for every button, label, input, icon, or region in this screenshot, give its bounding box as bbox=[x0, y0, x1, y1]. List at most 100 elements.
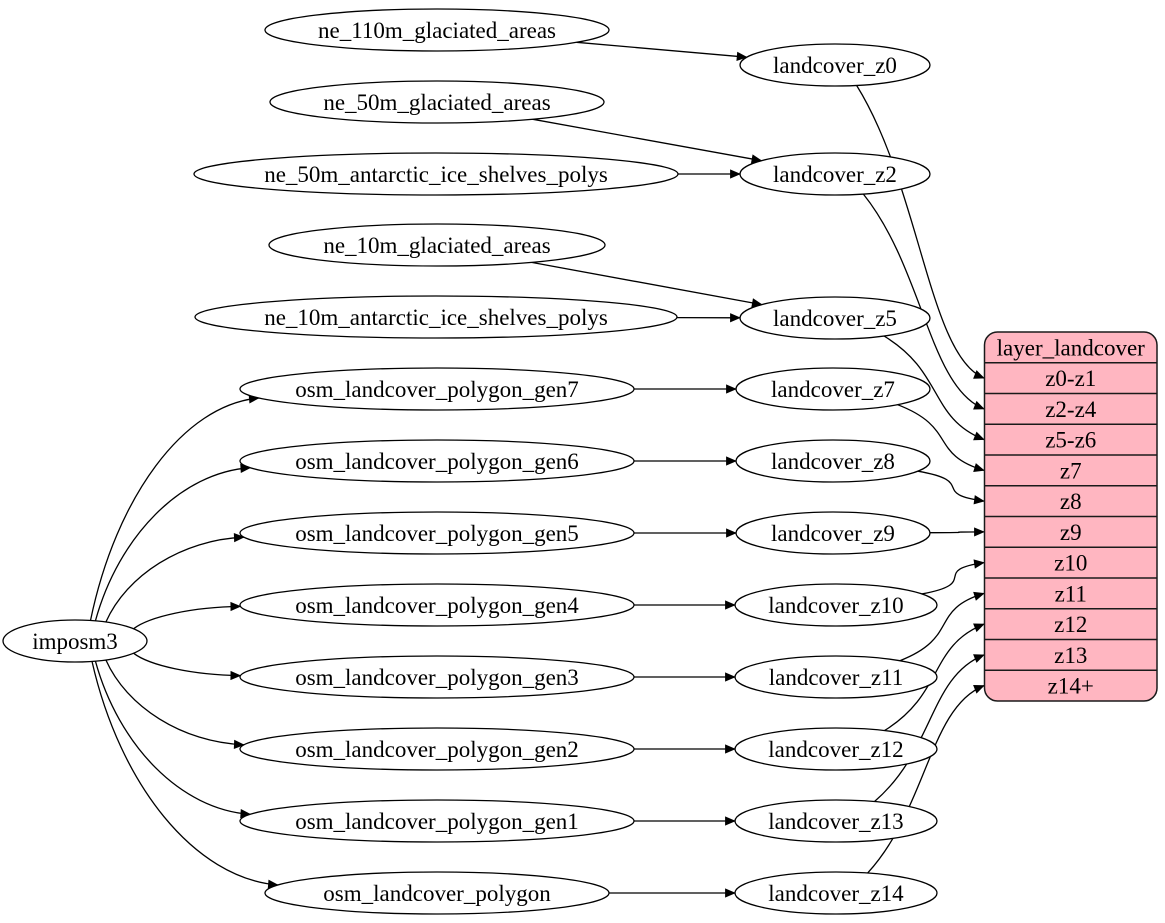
edge-imposm3-to-osm_landcover_polygon_gen7 bbox=[89, 394, 260, 621]
edge-imposm3-to-osm_landcover_polygon_gen6 bbox=[94, 463, 252, 622]
node-osm_landcover_polygon_gen1: osm_landcover_polygon_gen1 bbox=[239, 799, 635, 843]
edge-landcover_z10-to-layer_landcover-z10 bbox=[921, 559, 985, 595]
node-osm_landcover_polygon_gen2: osm_landcover_polygon_gen2 bbox=[239, 727, 635, 771]
node-label-ne_110m_glaciated_areas: ne_110m_glaciated_areas bbox=[318, 18, 556, 43]
edge-landcover_z12-to-layer_landcover-z12 bbox=[884, 623, 985, 732]
node-landcover_z0: landcover_z0 bbox=[739, 43, 931, 87]
node-landcover_z9: landcover_z9 bbox=[735, 511, 931, 555]
node-osm_landcover_polygon_gen7: osm_landcover_polygon_gen7 bbox=[239, 367, 635, 411]
node-shape-landcover_z13 bbox=[734, 799, 938, 843]
node-shape-osm_landcover_polygon_gen5 bbox=[239, 511, 635, 555]
node-ne_10m_antarctic_ice_shelves_polys: ne_10m_antarctic_ice_shelves_polys bbox=[194, 295, 678, 339]
node-landcover_z13: landcover_z13 bbox=[734, 799, 938, 843]
node-osm_landcover_polygon_gen6: osm_landcover_polygon_gen6 bbox=[239, 439, 635, 483]
node-landcover_z12: landcover_z12 bbox=[734, 727, 938, 771]
node-label-ne_50m_glaciated_areas: ne_50m_glaciated_areas bbox=[323, 90, 550, 115]
node-shape-osm_landcover_polygon_gen1 bbox=[239, 799, 635, 843]
node-landcover_z5: landcover_z5 bbox=[739, 296, 931, 340]
node-shape-ne_50m_antarctic_ice_shelves_polys bbox=[193, 152, 679, 196]
node-label-ne_10m_glaciated_areas: ne_10m_glaciated_areas bbox=[323, 233, 550, 258]
table-row-z9: z9 bbox=[1060, 520, 1082, 545]
node-osm_landcover_polygon_gen5: osm_landcover_polygon_gen5 bbox=[239, 511, 635, 555]
node-shape-osm_landcover_polygon bbox=[264, 871, 610, 915]
node-label-landcover_z14: landcover_z14 bbox=[768, 881, 904, 906]
node-shape-osm_landcover_polygon_gen3 bbox=[239, 655, 635, 699]
node-ne_50m_glaciated_areas: ne_50m_glaciated_areas bbox=[269, 80, 605, 124]
table-row-z12: z12 bbox=[1054, 612, 1087, 637]
node-shape-osm_landcover_polygon_gen6 bbox=[239, 439, 635, 483]
node-shape-ne_50m_glaciated_areas bbox=[269, 80, 605, 124]
node-label-landcover_z9: landcover_z9 bbox=[771, 521, 895, 546]
table-row-z7: z7 bbox=[1060, 458, 1082, 483]
node-shape-osm_landcover_polygon_gen4 bbox=[239, 583, 635, 627]
node-label-landcover_z12: landcover_z12 bbox=[768, 737, 903, 762]
node-label-landcover_z2: landcover_z2 bbox=[773, 162, 897, 187]
edge-imposm3-to-osm_landcover_polygon_gen4 bbox=[133, 601, 242, 630]
table-row-z0-z1: z0-z1 bbox=[1045, 366, 1096, 391]
node-label-landcover_z10: landcover_z10 bbox=[768, 593, 903, 618]
edge-landcover_z7-to-layer_landcover-z7 bbox=[897, 404, 985, 472]
node-ne_110m_glaciated_areas: ne_110m_glaciated_areas bbox=[264, 8, 610, 52]
node-shape-ne_10m_antarctic_ice_shelves_polys bbox=[194, 295, 678, 339]
node-shape-landcover_z0 bbox=[739, 43, 931, 87]
node-osm_landcover_polygon_gen3: osm_landcover_polygon_gen3 bbox=[239, 655, 635, 699]
node-shape-landcover_z7 bbox=[735, 367, 931, 411]
node-landcover_z7: landcover_z7 bbox=[735, 367, 931, 411]
table-row-z11: z11 bbox=[1055, 581, 1087, 606]
edge-imposm3-to-osm_landcover_polygon_gen1 bbox=[94, 660, 252, 819]
node-label-landcover_z7: landcover_z7 bbox=[771, 377, 895, 402]
node-label-osm_landcover_polygon_gen2: osm_landcover_polygon_gen2 bbox=[295, 737, 579, 762]
nodes-layer: imposm3 ne_110m_glaciated_areas ne_50m_gla… bbox=[2, 8, 938, 915]
node-label-landcover_z5: landcover_z5 bbox=[773, 306, 897, 331]
node-shape-osm_landcover_polygon_gen2 bbox=[239, 727, 635, 771]
table-row-z13: z13 bbox=[1054, 643, 1087, 668]
node-shape-ne_110m_glaciated_areas bbox=[264, 8, 610, 52]
edge-ne_110m_glaciated_areas-to-landcover_z0 bbox=[576, 41, 748, 61]
node-label-osm_landcover_polygon_gen5: osm_landcover_polygon_gen5 bbox=[295, 521, 579, 546]
edge-landcover_z14-to-layer_landcover-z14+ bbox=[867, 684, 985, 874]
node-label-osm_landcover_polygon: osm_landcover_polygon bbox=[323, 881, 551, 906]
node-shape-imposm3 bbox=[2, 619, 148, 663]
node-ne_50m_antarctic_ice_shelves_polys: ne_50m_antarctic_ice_shelves_polys bbox=[193, 152, 679, 196]
node-shape-landcover_z8 bbox=[735, 439, 931, 483]
node-shape-landcover_z14 bbox=[734, 871, 938, 915]
edge-landcover_z8-to-layer_landcover-z8 bbox=[917, 470, 985, 505]
edge-imposm3-to-osm_landcover_polygon_gen3 bbox=[133, 652, 242, 681]
node-osm_landcover_polygon: osm_landcover_polygon bbox=[264, 871, 610, 915]
node-shape-landcover_z5 bbox=[739, 296, 931, 340]
node-shape-landcover_z10 bbox=[734, 583, 938, 627]
node-label-landcover_z8: landcover_z8 bbox=[771, 449, 895, 474]
node-label-imposm3: imposm3 bbox=[32, 629, 118, 654]
node-label-ne_50m_antarctic_ice_shelves_polys: ne_50m_antarctic_ice_shelves_polys bbox=[264, 162, 608, 187]
edges-layer bbox=[89, 41, 985, 898]
node-shape-landcover_z11 bbox=[734, 655, 938, 699]
edge-landcover_z11-to-layer_landcover-z11 bbox=[899, 591, 985, 662]
node-ne_10m_glaciated_areas: ne_10m_glaciated_areas bbox=[268, 223, 606, 267]
node-label-osm_landcover_polygon_gen1: osm_landcover_polygon_gen1 bbox=[295, 809, 579, 834]
table-layer: layer_landcoverz0-z1z2-z4z5-z6z7z8z9z10z… bbox=[983, 331, 1158, 702]
node-shape-ne_10m_glaciated_areas bbox=[268, 223, 606, 267]
table-row-z8: z8 bbox=[1060, 489, 1082, 514]
node-label-ne_10m_antarctic_ice_shelves_polys: ne_10m_antarctic_ice_shelves_polys bbox=[264, 305, 608, 330]
edge-landcover_z9-to-layer_landcover-z9 bbox=[929, 527, 985, 537]
node-landcover_z14: landcover_z14 bbox=[734, 871, 938, 915]
node-shape-landcover_z2 bbox=[739, 152, 931, 196]
node-label-landcover_z11: landcover_z11 bbox=[769, 665, 904, 690]
edge-landcover_z13-to-layer_landcover-z13 bbox=[873, 654, 985, 803]
table-row-z2-z4: z2-z4 bbox=[1045, 397, 1097, 422]
node-label-osm_landcover_polygon_gen3: osm_landcover_polygon_gen3 bbox=[295, 665, 579, 690]
node-landcover_z11: landcover_z11 bbox=[734, 655, 938, 699]
node-label-landcover_z13: landcover_z13 bbox=[768, 809, 903, 834]
node-landcover_z8: landcover_z8 bbox=[735, 439, 931, 483]
edge-imposm3-to-osm_landcover_polygon_gen5 bbox=[105, 532, 245, 623]
node-landcover_z10: landcover_z10 bbox=[734, 583, 938, 627]
edge-ne_10m_glaciated_areas-to-landcover_z5 bbox=[531, 261, 763, 308]
node-landcover_z2: landcover_z2 bbox=[739, 152, 931, 196]
table-row-z5-z6: z5-z6 bbox=[1045, 428, 1096, 453]
edge-landcover_z0-to-layer_landcover-z0-z1 bbox=[856, 85, 985, 379]
node-label-landcover_z0: landcover_z0 bbox=[773, 53, 897, 78]
node-shape-landcover_z9 bbox=[735, 511, 931, 555]
table-title: layer_landcover bbox=[997, 335, 1145, 360]
